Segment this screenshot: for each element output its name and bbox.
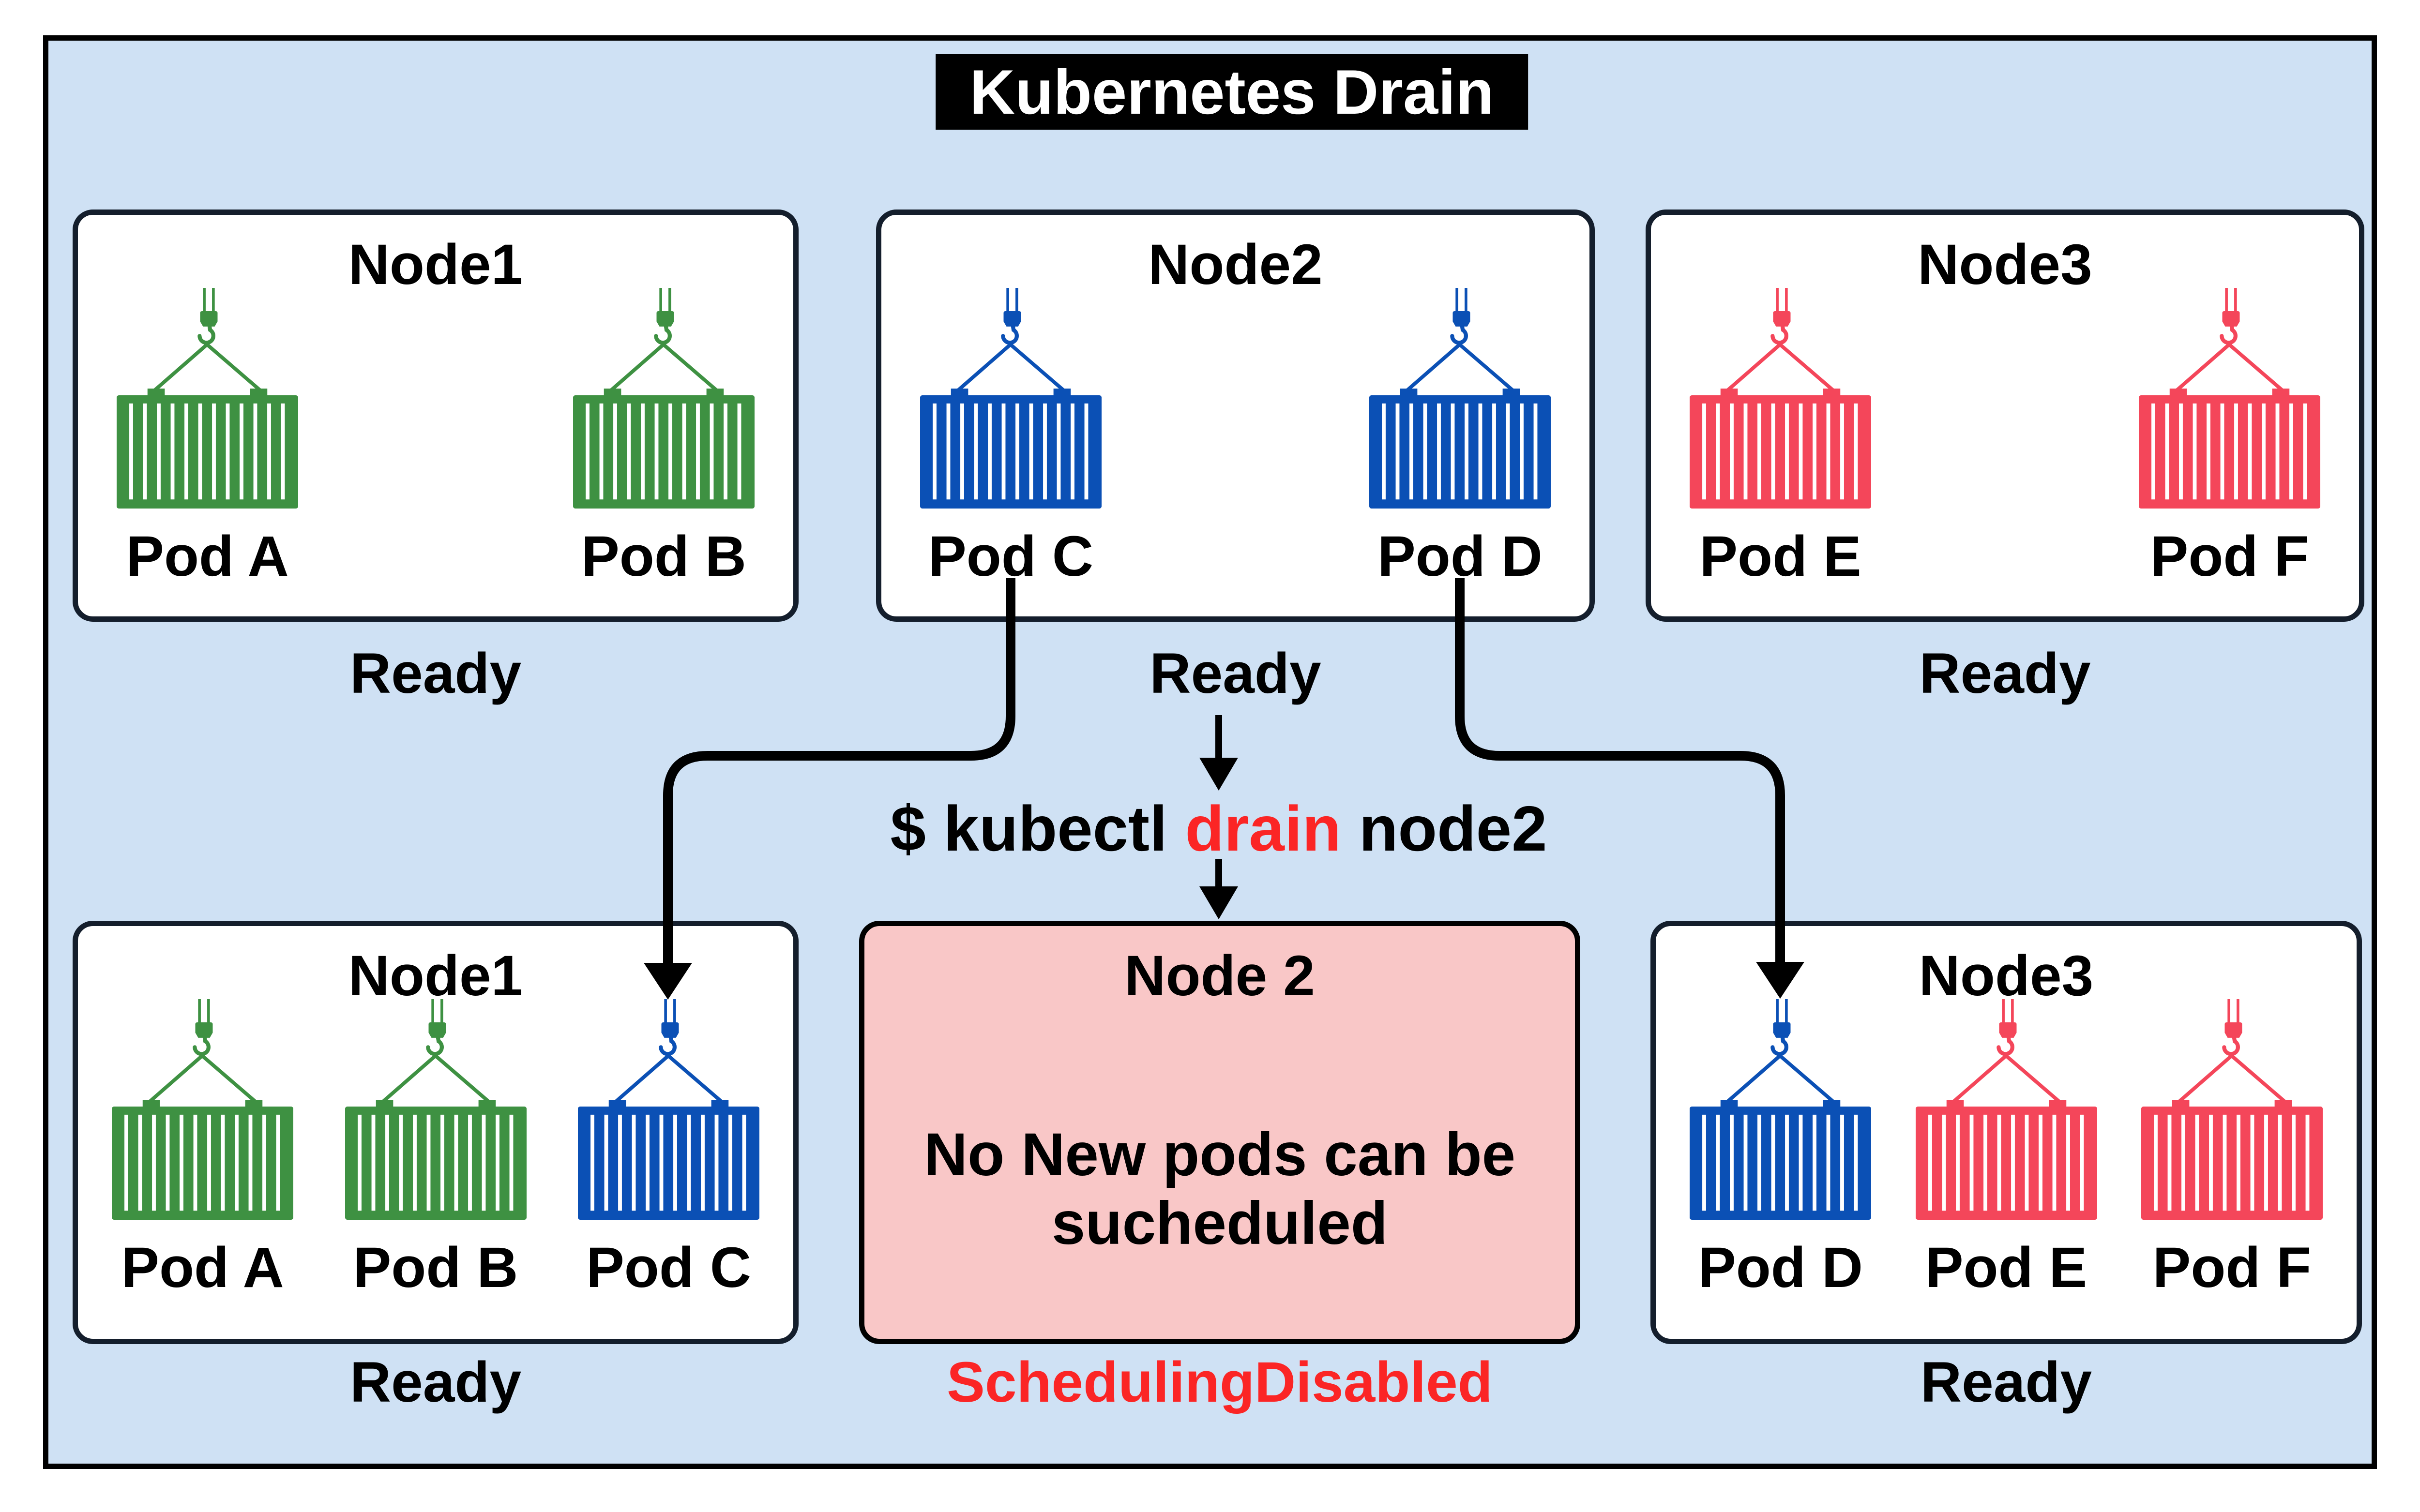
pod-b: Pod B (345, 999, 527, 1296)
node-box-node2-after: Node 2 No New pods can be sucheduled (859, 921, 1580, 1344)
shipping-container-crane-icon (578, 999, 759, 1220)
pods-row: Pod D Pod E Pod F (1656, 999, 2357, 1296)
shipping-container-crane-icon (1916, 999, 2097, 1220)
node-status: Ready (1150, 642, 1321, 705)
command-drain-keyword: drain (1185, 793, 1342, 864)
pods-row: Pod A Pod B (78, 288, 793, 585)
node-title: Node1 (348, 233, 523, 297)
diagram-title: Kubernetes Drain (936, 54, 1528, 130)
shipping-container-crane-icon (1690, 999, 1871, 1220)
node-box-node3-before: Node3 Pod E Pod F (1646, 210, 2364, 622)
pod-c: Pod C (920, 288, 1102, 585)
node-title: Node1 (348, 944, 523, 1008)
pod-f: Pod F (2141, 999, 2323, 1296)
node-box-node3-after: Node3 Pod D Pod E Pod F (1650, 921, 2362, 1344)
node-status: Ready (349, 642, 522, 705)
pod-d: Pod D (1369, 288, 1551, 585)
pod-label: Pod A (126, 524, 289, 588)
kubectl-drain-command: $ kubectl drain node2 (735, 793, 1703, 864)
pods-row: Pod E Pod F (1651, 288, 2359, 585)
shipping-container-crane-icon (117, 288, 298, 509)
pods-row: Pod C Pod D (881, 288, 1589, 585)
pod-a: Pod A (112, 999, 293, 1296)
pod-label: Pod D (1377, 524, 1543, 588)
shipping-container-crane-icon (1690, 288, 1871, 509)
node-status: Ready (349, 1350, 522, 1414)
pod-label: Pod B (353, 1236, 518, 1300)
pod-label: Pod E (1699, 524, 1861, 588)
node-title: Node 2 (1124, 944, 1315, 1008)
node-title: Node2 (1148, 233, 1323, 297)
node-title: Node3 (1919, 944, 2094, 1008)
pods-row: Pod A Pod B Pod C (78, 999, 793, 1296)
pod-label: Pod F (2150, 524, 2309, 588)
command-prefix: $ kubectl (890, 793, 1185, 864)
pod-label: Pod F (2152, 1236, 2312, 1300)
no-scheduling-message: No New pods can be sucheduled (923, 1121, 1516, 1257)
node-status: Ready (1919, 642, 2091, 705)
shipping-container-crane-icon (573, 288, 755, 509)
node-box-node2-before: Node2 Pod C Pod D (876, 210, 1595, 622)
pod-label: Pod D (1698, 1236, 1863, 1300)
pod-d-moved: Pod D (1690, 999, 1871, 1296)
pod-b: Pod B (573, 288, 755, 585)
pod-c-moved: Pod C (578, 999, 759, 1296)
pod-label: Pod A (121, 1236, 284, 1300)
node-box-node1-after: Node1 Pod A Pod B Pod C (73, 921, 799, 1344)
pod-a: Pod A (117, 288, 298, 585)
pod-f: Pod F (2139, 288, 2320, 585)
pod-label: Pod C (586, 1236, 751, 1300)
shipping-container-crane-icon (2139, 288, 2320, 509)
node-status: Ready (1920, 1350, 2092, 1414)
pod-e: Pod E (1690, 288, 1871, 585)
shipping-container-crane-icon (1369, 288, 1551, 509)
pod-label: Pod B (581, 524, 746, 588)
shipping-container-crane-icon (920, 288, 1102, 509)
node-status-scheduling-disabled: SchedulingDisabled (947, 1350, 1493, 1414)
command-suffix: node2 (1341, 793, 1547, 864)
pod-label: Pod C (928, 524, 1093, 588)
node-box-node1-before: Node1 Pod A Pod B (73, 210, 799, 622)
shipping-container-crane-icon (112, 999, 293, 1220)
pod-label: Pod E (1925, 1236, 2087, 1300)
pod-e: Pod E (1916, 999, 2097, 1296)
shipping-container-crane-icon (345, 999, 527, 1220)
node-title: Node3 (1918, 233, 2092, 297)
shipping-container-crane-icon (2141, 999, 2323, 1220)
